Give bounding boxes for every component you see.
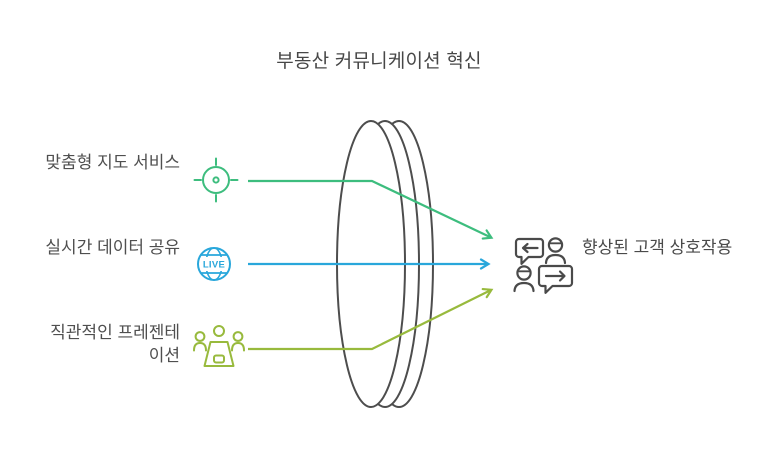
audience-left-shoulders: [193, 342, 207, 352]
person-bottom-shoulders: [513, 281, 535, 293]
person-top-head: [547, 237, 564, 253]
audience-right-shoulders: [231, 342, 245, 352]
live-globe-icon: LIVE: [197, 247, 231, 281]
input-label-presentation: 직관적인 프레젠테이션: [50, 323, 180, 365]
input-label-map-service: 맞춤형 지도 서비스: [45, 153, 180, 172]
person-bottom-head: [516, 265, 532, 281]
output-label-customer-interaction: 향상된 고객 상호작용: [582, 238, 733, 257]
right-arrow-glyph: [544, 270, 566, 282]
audience-left-head: [194, 331, 206, 342]
presentation-audience-icon: [193, 325, 245, 367]
ray-presentation: [248, 287, 494, 351]
crosshair-target-icon: [193, 157, 239, 203]
target-ring: [202, 166, 230, 194]
live-badge-background: [202, 257, 226, 271]
speech-bubble-right-arrow: [537, 264, 574, 294]
left-arrow-glyph: [521, 242, 539, 254]
input-label-live-data: 실시간 데이터 공유: [45, 238, 180, 257]
target-center-dot: [212, 176, 220, 184]
presenter-podium: [203, 341, 235, 367]
diagram-title: 부동산 커뮤니케이션 혁신: [276, 51, 482, 72]
people-chat-arrows-icon: [513, 237, 574, 294]
presenter-head: [213, 325, 225, 337]
ray-map-service: [248, 179, 494, 240]
globe-latitude-lines: [200, 254, 228, 274]
podium-slot: [213, 354, 225, 364]
audience-right-head: [232, 331, 244, 342]
target-ticks: [193, 157, 239, 203]
live-badge-text: LIVE: [203, 260, 225, 271]
lens-icon: [336, 120, 434, 408]
speech-bubble-left-arrow: [514, 237, 545, 265]
person-top-shoulders: [544, 253, 567, 265]
